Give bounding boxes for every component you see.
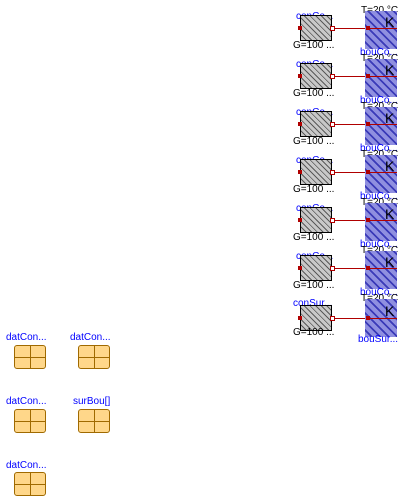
boundary-port[interactable] bbox=[366, 218, 370, 222]
boundary-port[interactable] bbox=[366, 26, 370, 30]
heat-port-a[interactable] bbox=[298, 26, 302, 30]
conductance-label: G=100 ... bbox=[293, 184, 335, 195]
kelvin-letter: K bbox=[385, 62, 395, 78]
conductance-label: G=100 ... bbox=[293, 136, 335, 147]
conductance-label: G=100 ... bbox=[293, 327, 335, 338]
boundary-name-label: bouCo... bbox=[360, 287, 398, 298]
boundary-name-label: bouSur... bbox=[358, 334, 399, 345]
heat-port-a[interactable] bbox=[298, 74, 302, 78]
boundary-port[interactable] bbox=[366, 266, 370, 270]
record-label: datCon... bbox=[6, 396, 47, 407]
boundary-port[interactable] bbox=[366, 74, 370, 78]
boundary-line bbox=[370, 76, 397, 77]
connection-line bbox=[334, 28, 366, 29]
boundary-icon bbox=[365, 203, 397, 241]
kelvin-letter: K bbox=[385, 14, 395, 30]
record-icon bbox=[14, 345, 46, 369]
record-icon bbox=[78, 345, 110, 369]
boundary-name-label: bouCo... bbox=[360, 239, 398, 250]
temperature-label: T=20 °C bbox=[361, 293, 398, 304]
kelvin-letter: K bbox=[385, 110, 395, 126]
boundary-icon bbox=[365, 155, 397, 193]
boundary-line bbox=[370, 220, 397, 221]
boundary-line bbox=[370, 318, 397, 319]
connection-line bbox=[334, 268, 366, 269]
boundary-line bbox=[370, 28, 397, 29]
conduction-icon bbox=[300, 111, 332, 137]
boundary-icon bbox=[365, 251, 397, 289]
heat-port-a[interactable] bbox=[298, 170, 302, 174]
boundary-name-label: bouCo... bbox=[360, 143, 398, 154]
kelvin-letter: K bbox=[385, 254, 395, 270]
temperature-label: T=20 °C bbox=[361, 149, 398, 160]
conduction-icon bbox=[300, 207, 332, 233]
heat-port-a[interactable] bbox=[298, 218, 302, 222]
record-icon bbox=[78, 409, 110, 433]
conduction-icon bbox=[300, 159, 332, 185]
boundary-name-label: bouCo... bbox=[360, 191, 398, 202]
conductance-label: G=100 ... bbox=[293, 40, 335, 51]
kelvin-letter: K bbox=[385, 158, 395, 174]
boundary-port[interactable] bbox=[366, 122, 370, 126]
boundary-port[interactable] bbox=[366, 316, 370, 320]
conduction-icon bbox=[300, 255, 332, 281]
connection-line bbox=[334, 124, 366, 125]
record-icon bbox=[14, 472, 46, 496]
temperature-label: T=20 °C bbox=[361, 245, 398, 256]
conductance-label: G=100 ... bbox=[293, 280, 335, 291]
connection-line bbox=[334, 220, 366, 221]
connection-line bbox=[334, 76, 366, 77]
boundary-name-label: bouCo... bbox=[360, 47, 398, 58]
temperature-label: T=20 °C bbox=[361, 53, 398, 64]
heat-port-a[interactable] bbox=[298, 122, 302, 126]
temperature-label: T=20 °C bbox=[361, 101, 398, 112]
record-icon bbox=[14, 409, 46, 433]
record-label: surBou[] bbox=[73, 396, 111, 407]
conduction-name-label: conSur... bbox=[293, 298, 333, 309]
temperature-label: T=20 °C bbox=[361, 5, 398, 16]
boundary-name-label: bouCo... bbox=[360, 95, 398, 106]
connection-line bbox=[334, 172, 366, 173]
conduction-icon bbox=[300, 15, 332, 41]
boundary-line bbox=[370, 172, 397, 173]
boundary-port[interactable] bbox=[366, 170, 370, 174]
conduction-icon bbox=[300, 63, 332, 89]
record-label: datCon... bbox=[6, 332, 47, 343]
boundary-icon bbox=[365, 11, 397, 49]
record-label: datCon... bbox=[6, 460, 47, 471]
temperature-label: T=20 °C bbox=[361, 197, 398, 208]
record-label: datCon... bbox=[70, 332, 111, 343]
boundary-line bbox=[370, 124, 397, 125]
kelvin-letter: K bbox=[385, 303, 395, 319]
boundary-icon bbox=[365, 59, 397, 97]
boundary-icon bbox=[365, 107, 397, 145]
heat-port-a[interactable] bbox=[298, 266, 302, 270]
conductance-label: G=100 ... bbox=[293, 232, 335, 243]
kelvin-letter: K bbox=[385, 206, 395, 222]
boundary-line bbox=[370, 268, 397, 269]
heat-port-a[interactable] bbox=[298, 316, 302, 320]
connection-line bbox=[334, 318, 366, 319]
conductance-label: G=100 ... bbox=[293, 88, 335, 99]
